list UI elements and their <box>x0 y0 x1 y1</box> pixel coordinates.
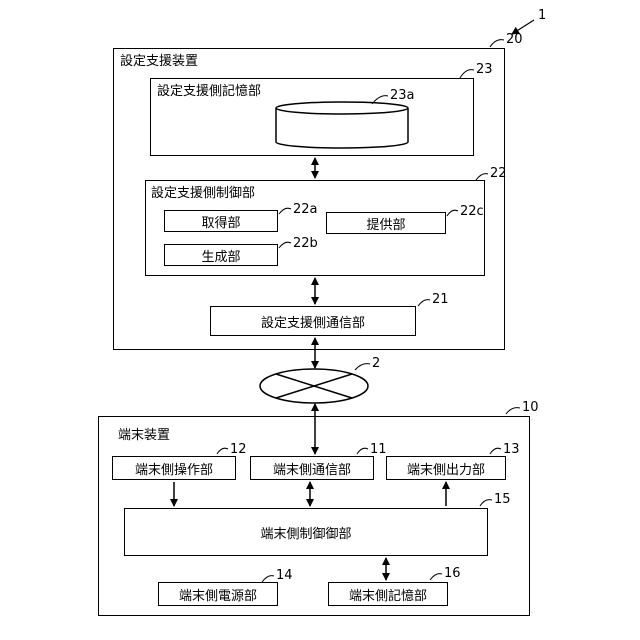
terminal-control-unit-label: 端末側制御御部 <box>260 523 351 542</box>
output-unit: 端末側出力部 <box>386 456 506 480</box>
db-label-line1: 監視環境設定 <box>290 114 368 130</box>
ref-provision: 22c <box>460 204 484 220</box>
terminal-comm-unit-label: 端末側通信部 <box>273 459 351 478</box>
ref-terminal-device: 10 <box>522 400 539 416</box>
output-unit-label: 端末側出力部 <box>407 459 485 478</box>
ref-output-unit: 13 <box>503 442 520 458</box>
terminal-comm-unit: 端末側通信部 <box>250 456 374 480</box>
ref-control-unit: 22 <box>490 166 507 182</box>
ref-terminal-storage-unit: 16 <box>444 566 461 582</box>
power-unit-label: 端末側電源部 <box>179 585 257 604</box>
terminal-storage-unit-label: 端末側記憶部 <box>349 585 427 604</box>
generation-unit: 生成部 <box>164 244 278 266</box>
comm-unit-label: 設定支援側通信部 <box>261 312 365 331</box>
control-unit-label: 設定支援側制御部 <box>151 186 255 202</box>
operation-unit-label: 端末側操作部 <box>135 459 213 478</box>
ref-acquisition: 22a <box>293 202 318 218</box>
storage-unit-label: 設定支援側記憶部 <box>157 84 261 100</box>
comm-unit: 設定支援側通信部 <box>210 306 416 336</box>
terminal-control-unit: 端末側制御御部 <box>124 508 488 556</box>
setting-support-device-label: 設定支援装置 <box>120 54 198 70</box>
ref-setting-support-device: 20 <box>506 32 523 48</box>
ref-comm-unit: 21 <box>432 292 449 308</box>
operation-unit: 端末側操作部 <box>112 456 236 480</box>
acquisition-unit: 取得部 <box>164 210 278 232</box>
ref-system: 1 <box>538 8 546 24</box>
network-symbol <box>260 369 368 403</box>
ref-db: 23a <box>390 88 415 104</box>
terminal-device-label: 端末装置 <box>118 428 170 444</box>
ref-storage-unit: 23 <box>476 62 493 78</box>
ref-operation-unit: 12 <box>230 442 247 458</box>
ref-terminal-control-unit: 15 <box>494 492 511 508</box>
ref-generation: 22b <box>293 236 318 252</box>
ref-terminal-comm-unit: 11 <box>370 442 387 458</box>
terminal-storage-unit: 端末側記憶部 <box>328 582 448 606</box>
provision-unit-label: 提供部 <box>366 214 405 233</box>
generation-unit-label: 生成部 <box>201 246 240 265</box>
db-label-line2: ＤＢ <box>318 131 344 147</box>
power-unit: 端末側電源部 <box>158 582 278 606</box>
ref-network: 2 <box>372 356 380 372</box>
acquisition-unit-label: 取得部 <box>201 212 240 231</box>
provision-unit: 提供部 <box>326 212 446 234</box>
ref-power-unit: 14 <box>276 568 293 584</box>
